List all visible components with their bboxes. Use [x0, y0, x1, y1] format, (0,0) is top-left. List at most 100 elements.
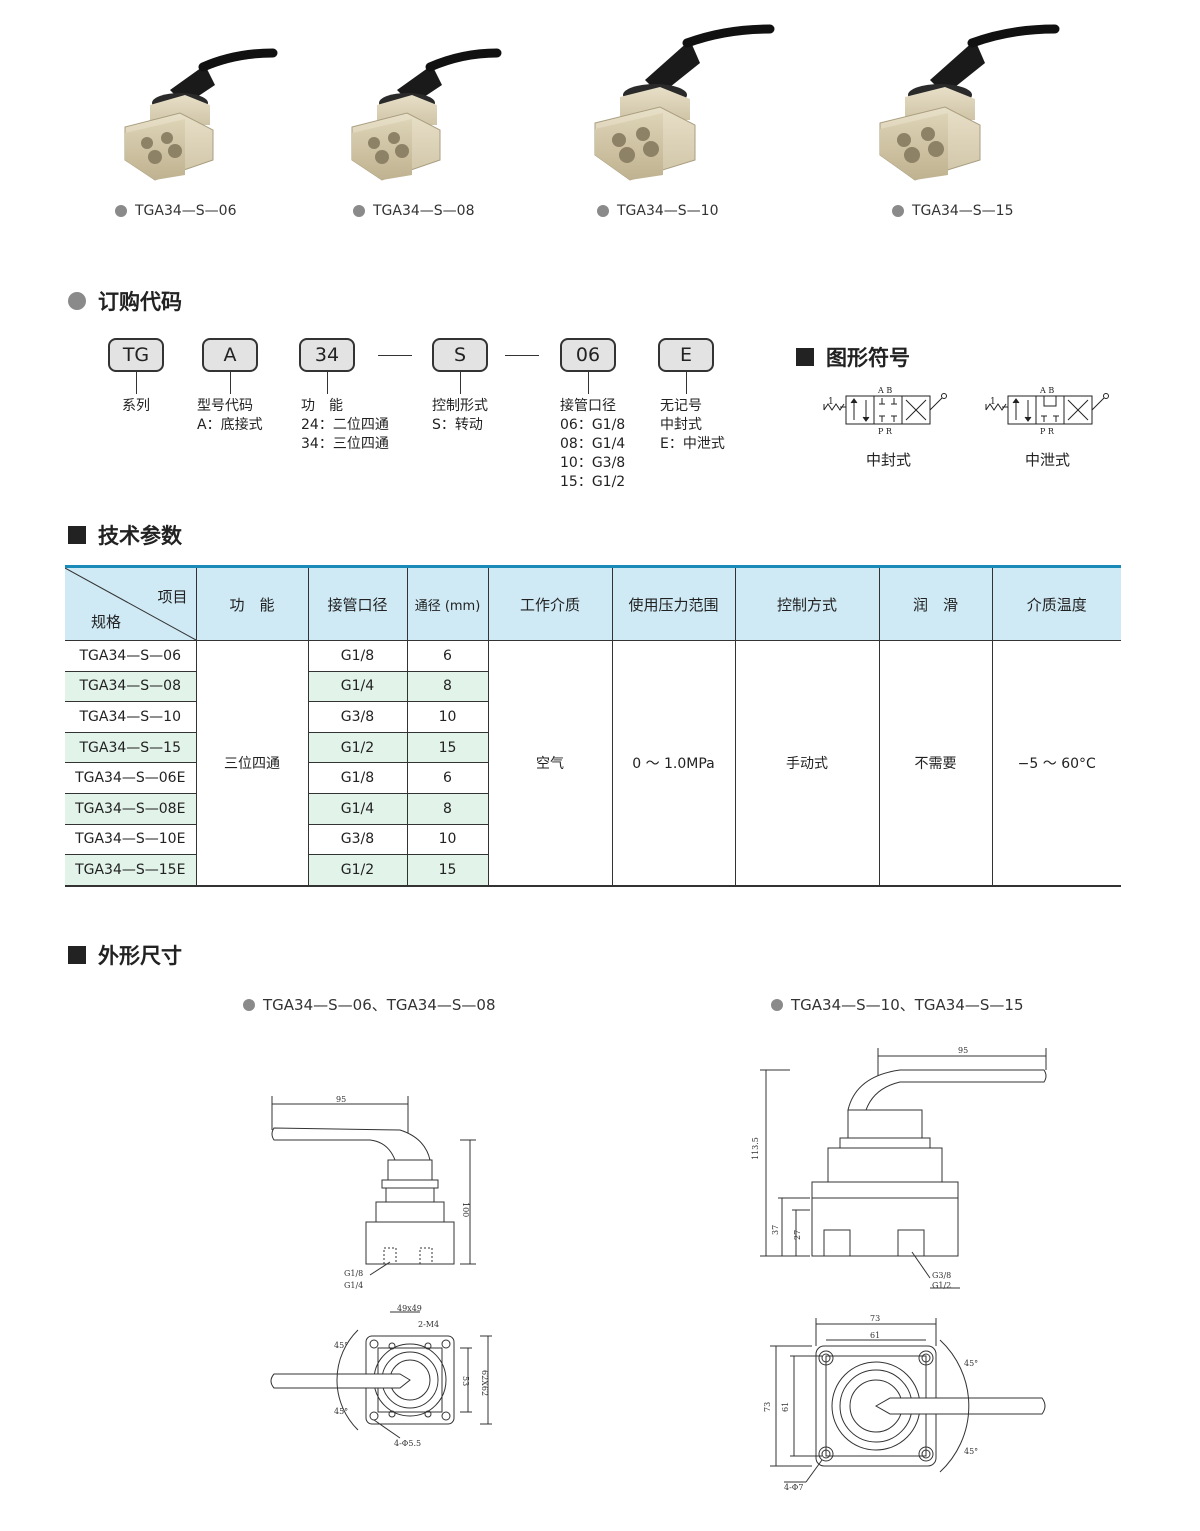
code-box-function: 34 — [299, 338, 355, 372]
cell-bore: 6 — [406, 640, 489, 672]
svg-text:G1/8: G1/8 — [344, 1269, 363, 1278]
code-desc-function: 功 能 24：二位四通 34：三位四通 — [301, 398, 389, 452]
svg-text:61: 61 — [781, 1402, 790, 1412]
svg-text:61: 61 — [870, 1331, 880, 1340]
code-desc-port: 接管口径 06：G1/8 08：G1/4 10：G3/8 15：G1/2 — [560, 398, 626, 490]
code-connector — [588, 372, 589, 394]
svg-text:100: 100 — [461, 1202, 470, 1217]
symbol-exhaust-center: 1 A B P R — [985, 386, 1109, 436]
cell-bore: 15 — [406, 854, 488, 887]
code-desc-type: 无记号 中封式 E：中泄式 — [660, 398, 725, 452]
svg-text:45°: 45° — [964, 1359, 978, 1368]
order-code-heading: 订购代码 — [68, 286, 182, 316]
header-control: 控制方式 — [734, 566, 880, 641]
cell-bore: 8 — [406, 670, 488, 703]
code-dash — [505, 355, 539, 356]
header-port: 接管口径 — [307, 566, 408, 641]
svg-text:53: 53 — [461, 1376, 470, 1386]
svg-text:P R: P R — [1040, 427, 1055, 436]
cell-port: G1/2 — [307, 731, 408, 764]
cell-bore: 6 — [406, 762, 488, 794]
cell-port: G1/4 — [307, 792, 408, 825]
code-connector — [327, 372, 328, 394]
code-desc-model: 型号代码 A：底接式 — [197, 398, 263, 433]
symbol-label-exhaust: 中泄式 — [1025, 451, 1071, 469]
bullet-icon — [68, 292, 86, 310]
svg-text:P R: P R — [878, 427, 893, 436]
valve-image-10 — [594, 24, 775, 181]
bullet-icon — [115, 205, 127, 217]
cell-pressure: 0 ～ 1.0MPa — [611, 639, 736, 887]
cell-model: TGA34—S—10E — [65, 823, 197, 856]
svg-text:45°: 45° — [334, 1407, 348, 1416]
header-bore: 通径 (mm) — [406, 566, 489, 641]
cell-port: G1/4 — [307, 670, 408, 703]
drawing-left: 95 100 G1/8 G1/4 49x49 2-M4 45° 45° 53 6… — [270, 1095, 492, 1448]
code-connector — [460, 372, 461, 394]
cell-model: TGA34—S—06 — [65, 640, 197, 672]
code-box-type: E — [658, 338, 714, 372]
svg-text:A B: A B — [1039, 386, 1054, 395]
bullet-icon — [353, 205, 365, 217]
cell-model: TGA34—S—08 — [65, 670, 197, 703]
svg-text:G1/4: G1/4 — [344, 1281, 363, 1290]
svg-text:95: 95 — [958, 1046, 968, 1055]
cell-bore: 15 — [406, 731, 488, 764]
product-images — [124, 24, 1060, 181]
svg-text:45°: 45° — [334, 1341, 348, 1350]
code-desc-series: 系列 — [122, 398, 150, 414]
table-row: TGA34—S—10E G3/8 10 — [65, 823, 1121, 856]
cell-function: 三位四通 — [195, 639, 309, 887]
square-bullet-icon — [796, 348, 814, 366]
bullet-icon — [597, 205, 609, 217]
bullet-icon — [243, 998, 255, 1011]
symbol-label-closed: 中封式 — [866, 451, 912, 469]
cell-control: 手动式 — [734, 639, 880, 887]
product-caption-10: TGA34—S—10 — [597, 203, 719, 219]
svg-text:95: 95 — [336, 1095, 346, 1104]
valve-image-15 — [879, 24, 1060, 181]
cell-bore: 10 — [406, 823, 488, 856]
product-caption-08: TGA34—S—08 — [353, 203, 475, 219]
code-dash — [378, 355, 412, 356]
spec-header-row: 项目 规格 功 能 接管口径 通径 (mm) 工作介质 使用压力范围 控制方式 … — [65, 566, 1121, 641]
square-bullet-icon — [68, 946, 86, 964]
svg-text:37: 37 — [771, 1225, 780, 1235]
product-caption-15: TGA34—S—15 — [892, 203, 1014, 219]
code-desc-control: 控制形式 S：转动 — [432, 398, 488, 433]
code-connector — [136, 372, 137, 394]
dims-heading: 外形尺寸 — [68, 940, 182, 970]
svg-text:4-Φ5.5: 4-Φ5.5 — [394, 1439, 421, 1448]
cell-model: TGA34—S—06E — [65, 762, 197, 794]
svg-text:113.5: 113.5 — [751, 1137, 760, 1160]
symbol-closed-center: 1 A B P R — [823, 386, 947, 436]
tech-heading: 技术参数 — [68, 520, 182, 550]
cell-bore: 10 — [406, 701, 488, 733]
cell-model: TGA34—S—10 — [65, 701, 197, 733]
cell-bore: 8 — [406, 792, 488, 825]
svg-text:A B: A B — [877, 386, 892, 395]
cell-model: TGA34—S—15E — [65, 854, 197, 887]
cell-port: G3/8 — [307, 823, 408, 856]
svg-text:45°: 45° — [964, 1447, 978, 1456]
valve-image-08 — [351, 48, 502, 181]
bullet-icon — [771, 998, 783, 1011]
spec-corner-cell: 项目 规格 — [65, 566, 197, 641]
cell-model: TGA34—S—15 — [65, 731, 197, 764]
header-function: 功 能 — [195, 566, 309, 641]
table-row: TGA34—S—06 三位四通 G1/8 6 空气 0 ～ 1.0MPa 手动式… — [65, 639, 1121, 887]
header-lubrication: 润 滑 — [878, 566, 993, 641]
header-temperature: 介质温度 — [991, 566, 1121, 641]
svg-text:27: 27 — [793, 1230, 802, 1240]
drawing-right: 95 113.5 37 27 G3/8 G1/2 73 61 45° 45° 7… — [751, 1046, 1047, 1492]
symbol-heading: 图形符号 — [796, 342, 910, 372]
bullet-icon — [892, 205, 904, 217]
header-pressure: 使用压力范围 — [611, 566, 736, 641]
svg-text:G3/8: G3/8 — [932, 1271, 951, 1280]
dims-caption-right: TGA34—S—10、TGA34—S—15 — [771, 994, 1024, 1015]
cell-lubrication: 不需要 — [878, 639, 993, 887]
spec-table: 项目 规格 功 能 接管口径 通径 (mm) 工作介质 使用压力范围 控制方式 … — [65, 565, 1121, 887]
code-connector — [686, 372, 687, 394]
svg-text:62X62: 62X62 — [480, 1370, 489, 1396]
svg-text:G1/2: G1/2 — [932, 1281, 951, 1290]
